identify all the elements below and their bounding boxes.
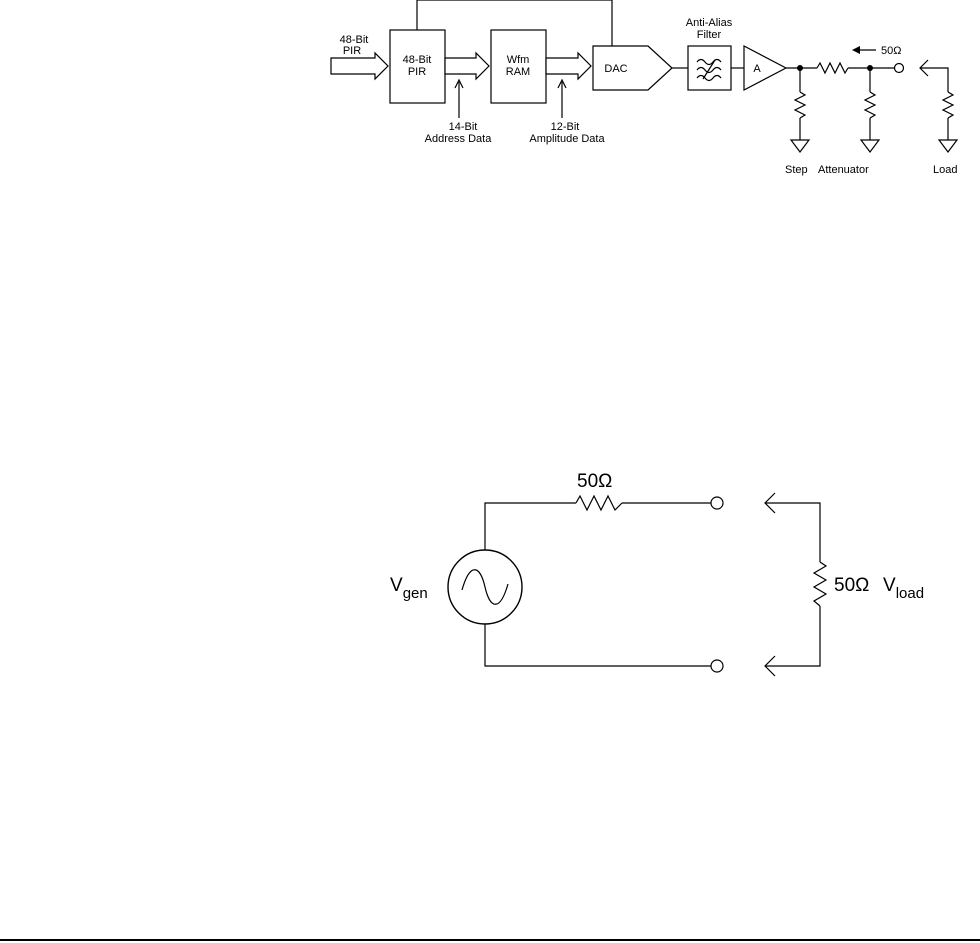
sine-wave-icon — [461, 569, 509, 605]
ram-label-line2: RAM — [506, 66, 530, 78]
address-data-arrowhead — [454, 78, 464, 89]
bottom-terminal — [710, 659, 724, 673]
address-label-line1: 14-Bit — [449, 121, 478, 133]
load-bottom-wire — [765, 606, 821, 667]
ground-symbol-2 — [859, 139, 881, 153]
dac-label: DAC — [604, 63, 627, 75]
equivalent-circuit: 50Ω Vgen 50Ω Vload — [390, 471, 924, 677]
ground-symbol-load — [937, 139, 959, 153]
step-label: Step — [785, 164, 808, 176]
load-resistor-circuit — [812, 561, 828, 607]
load-resistor — [941, 91, 955, 119]
input-label-line2: PIR — [343, 45, 361, 57]
load-resistor-label: 50Ω — [834, 575, 869, 596]
pir-block — [389, 29, 446, 104]
amplitude-label-line1: 12-Bit — [551, 121, 580, 133]
shunt-resistor-2 — [863, 91, 877, 119]
shunt-resistor-1 — [793, 91, 807, 119]
attenuator-label: Attenuator — [818, 164, 869, 176]
ram-label-line1: Wfm — [507, 54, 530, 66]
amplifier-label: A — [753, 63, 761, 75]
load-top-wire — [765, 502, 821, 562]
clock-feedback-line — [416, 0, 613, 46]
load-label: Load — [933, 164, 957, 176]
impedance-indicator-arrowhead — [852, 46, 860, 54]
bottom-wire — [484, 624, 711, 667]
filter-label-line1: Anti-Alias — [686, 17, 733, 29]
source-resistor — [575, 494, 623, 512]
vload-main-text: V — [883, 575, 896, 596]
load-wire — [920, 67, 949, 92]
amplitude-bus-arrow — [545, 51, 592, 81]
output-impedance-label: 50Ω — [881, 45, 901, 57]
output-terminal — [893, 62, 905, 74]
filter-label-line2: Filter — [697, 29, 722, 41]
address-bus-arrow — [444, 51, 490, 81]
top-terminal — [710, 496, 724, 510]
address-label-line2: Address Data — [425, 133, 493, 145]
pir-label-line2: PIR — [408, 66, 426, 78]
dac-block — [592, 45, 673, 91]
source-resistor-label: 50Ω — [577, 471, 612, 492]
series-resistor — [816, 61, 849, 75]
top-wire-left — [484, 502, 576, 550]
amplifier-block — [743, 45, 788, 91]
block-diagram: 48-Bit PIR 48-Bit PIR 14-Bit Address Dat… — [330, 0, 959, 176]
amplitude-data-arrowhead — [557, 78, 567, 89]
vgen-label: Vgen — [390, 575, 428, 602]
vload-subscript-text: load — [896, 585, 924, 602]
input-bus-arrow — [330, 51, 389, 81]
vgen-subscript-text: gen — [403, 585, 428, 602]
filter-symbol — [696, 58, 722, 82]
vload-label: Vload — [883, 575, 924, 602]
vgen-main-text: V — [390, 575, 403, 596]
ground-symbol-1 — [789, 139, 811, 153]
waveform-ram-block — [490, 29, 547, 104]
amplitude-label-line2: Amplitude Data — [529, 133, 605, 145]
input-label-line1: 48-Bit — [340, 34, 369, 46]
pir-label-line1: 48-Bit — [403, 54, 432, 66]
